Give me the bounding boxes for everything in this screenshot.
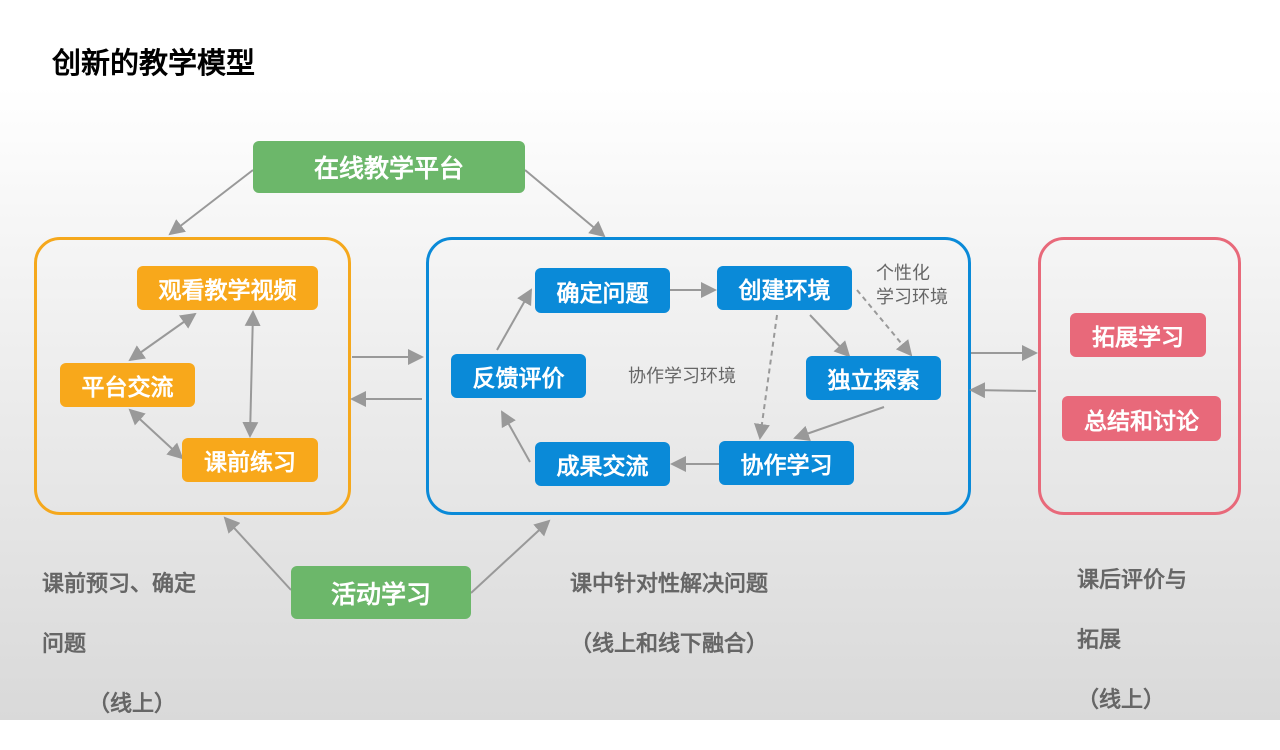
- caption-line: 问题: [42, 632, 87, 657]
- arrow: [496, 288, 532, 351]
- mid-item-create: 创建环境: [717, 266, 852, 310]
- arrow: [470, 519, 551, 594]
- arrow: [793, 406, 885, 441]
- dashed-arrow: [753, 314, 778, 440]
- post-item-summary: 总结和讨论: [1062, 396, 1221, 441]
- arrow: [969, 382, 1037, 399]
- post-item-extend: 拓展学习: [1070, 313, 1206, 357]
- mid-item-define: 确定问题: [535, 268, 670, 313]
- arrow: [128, 408, 184, 460]
- pre-class-panel: [34, 237, 351, 515]
- caption-line: 课中针对性解决问题: [570, 572, 769, 597]
- collab-env-note: 协作学习环境: [628, 366, 736, 387]
- pre-item-video: 观看教学视频: [137, 266, 318, 310]
- arrow: [168, 169, 254, 236]
- mid-caption: 课中针对性解决问题 （线上和线下融合）: [570, 540, 768, 690]
- caption-line: 课前预习、确定: [42, 572, 197, 597]
- note-line: 学习环境: [876, 287, 948, 308]
- online-platform-box: 在线教学平台: [253, 141, 525, 193]
- caption-line: 拓展: [1077, 628, 1122, 653]
- in-class-panel: [426, 237, 971, 515]
- pre-item-exchange: 平台交流: [60, 363, 195, 407]
- post-class-panel: [1038, 237, 1241, 515]
- arrow: [809, 314, 851, 358]
- arrow: [223, 516, 292, 591]
- pre-item-practice: 课前练习: [182, 438, 318, 482]
- arrow: [524, 169, 606, 238]
- caption-line: 课后评价与: [1077, 568, 1188, 593]
- caption-line: （线上）: [1077, 688, 1166, 713]
- mid-item-collab: 协作学习: [719, 441, 854, 485]
- note-line: 个性化: [876, 263, 930, 284]
- arrow: [242, 310, 261, 438]
- post-caption: 课后评价与 拓展 （线上）: [1077, 536, 1187, 746]
- caption-line: （线上和线下融合）: [570, 632, 769, 657]
- slide-title: 创新的教学模型: [52, 46, 256, 80]
- arrow: [128, 312, 197, 362]
- activity-learning-box: 活动学习: [291, 566, 471, 619]
- mid-item-feedback: 反馈评价: [451, 354, 586, 398]
- mid-item-explore: 独立探索: [806, 356, 941, 400]
- personal-env-note: 个性化 学习环境: [876, 262, 948, 310]
- arrows-layer: [128, 169, 1038, 594]
- arrow: [501, 410, 531, 463]
- pre-caption: 课前预习、确定 问题 （线上）: [42, 540, 196, 750]
- mid-item-results: 成果交流: [535, 442, 670, 486]
- caption-line: （线上）: [88, 692, 177, 717]
